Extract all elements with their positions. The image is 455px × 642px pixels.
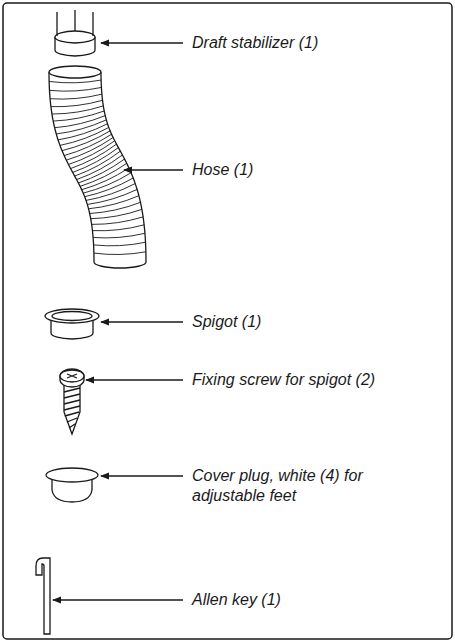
part-label: Hose (1) [192, 160, 432, 180]
frame [3, 3, 452, 639]
allen-key [36, 558, 50, 634]
part-label: Fixing screw for spigot (2) [192, 370, 432, 390]
part-label: Draft stabilizer (1) [192, 33, 432, 53]
part-label: Spigot (1) [192, 312, 432, 332]
leader-arrows [53, 43, 183, 600]
part-label: Cover plug, white (4) for adjustable fee… [192, 466, 414, 506]
draft-stabilizer [55, 10, 95, 56]
part-label: Allen key (1) [192, 590, 432, 610]
cover-plug [46, 468, 98, 502]
hose-drawing [49, 66, 147, 268]
spigot [45, 309, 99, 339]
fixing-screw [60, 369, 84, 434]
